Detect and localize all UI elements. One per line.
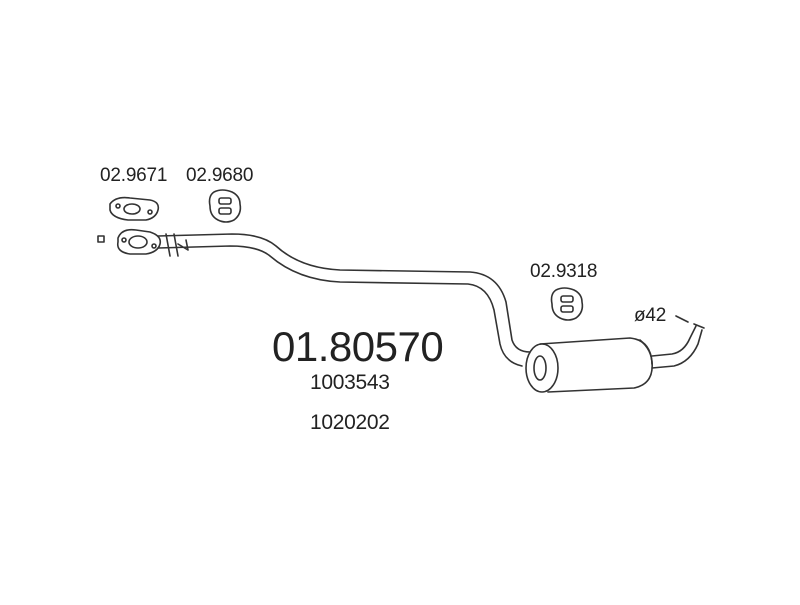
exhaust-pipe	[157, 233, 531, 367]
tail-pipe	[651, 323, 705, 369]
oem-number-1: 1003543	[310, 371, 390, 394]
connector-marker	[97, 235, 105, 243]
part-label-hanger-rear: 02.9318	[530, 261, 598, 282]
front-flange	[116, 228, 162, 255]
rear-muffler	[525, 337, 653, 393]
diameter-label: ø42	[634, 305, 667, 326]
rubber-hanger-rear-icon	[550, 287, 584, 321]
diameter-pointer	[675, 315, 689, 323]
rubber-hanger-front-icon	[208, 189, 242, 223]
gasket-icon	[109, 196, 160, 221]
oem-number-2: 1020202	[310, 411, 390, 434]
part-label-gasket: 02.9671	[100, 165, 168, 186]
part-label-hanger-front: 02.9680	[186, 165, 254, 186]
main-part-number: 01.80570	[272, 323, 444, 370]
